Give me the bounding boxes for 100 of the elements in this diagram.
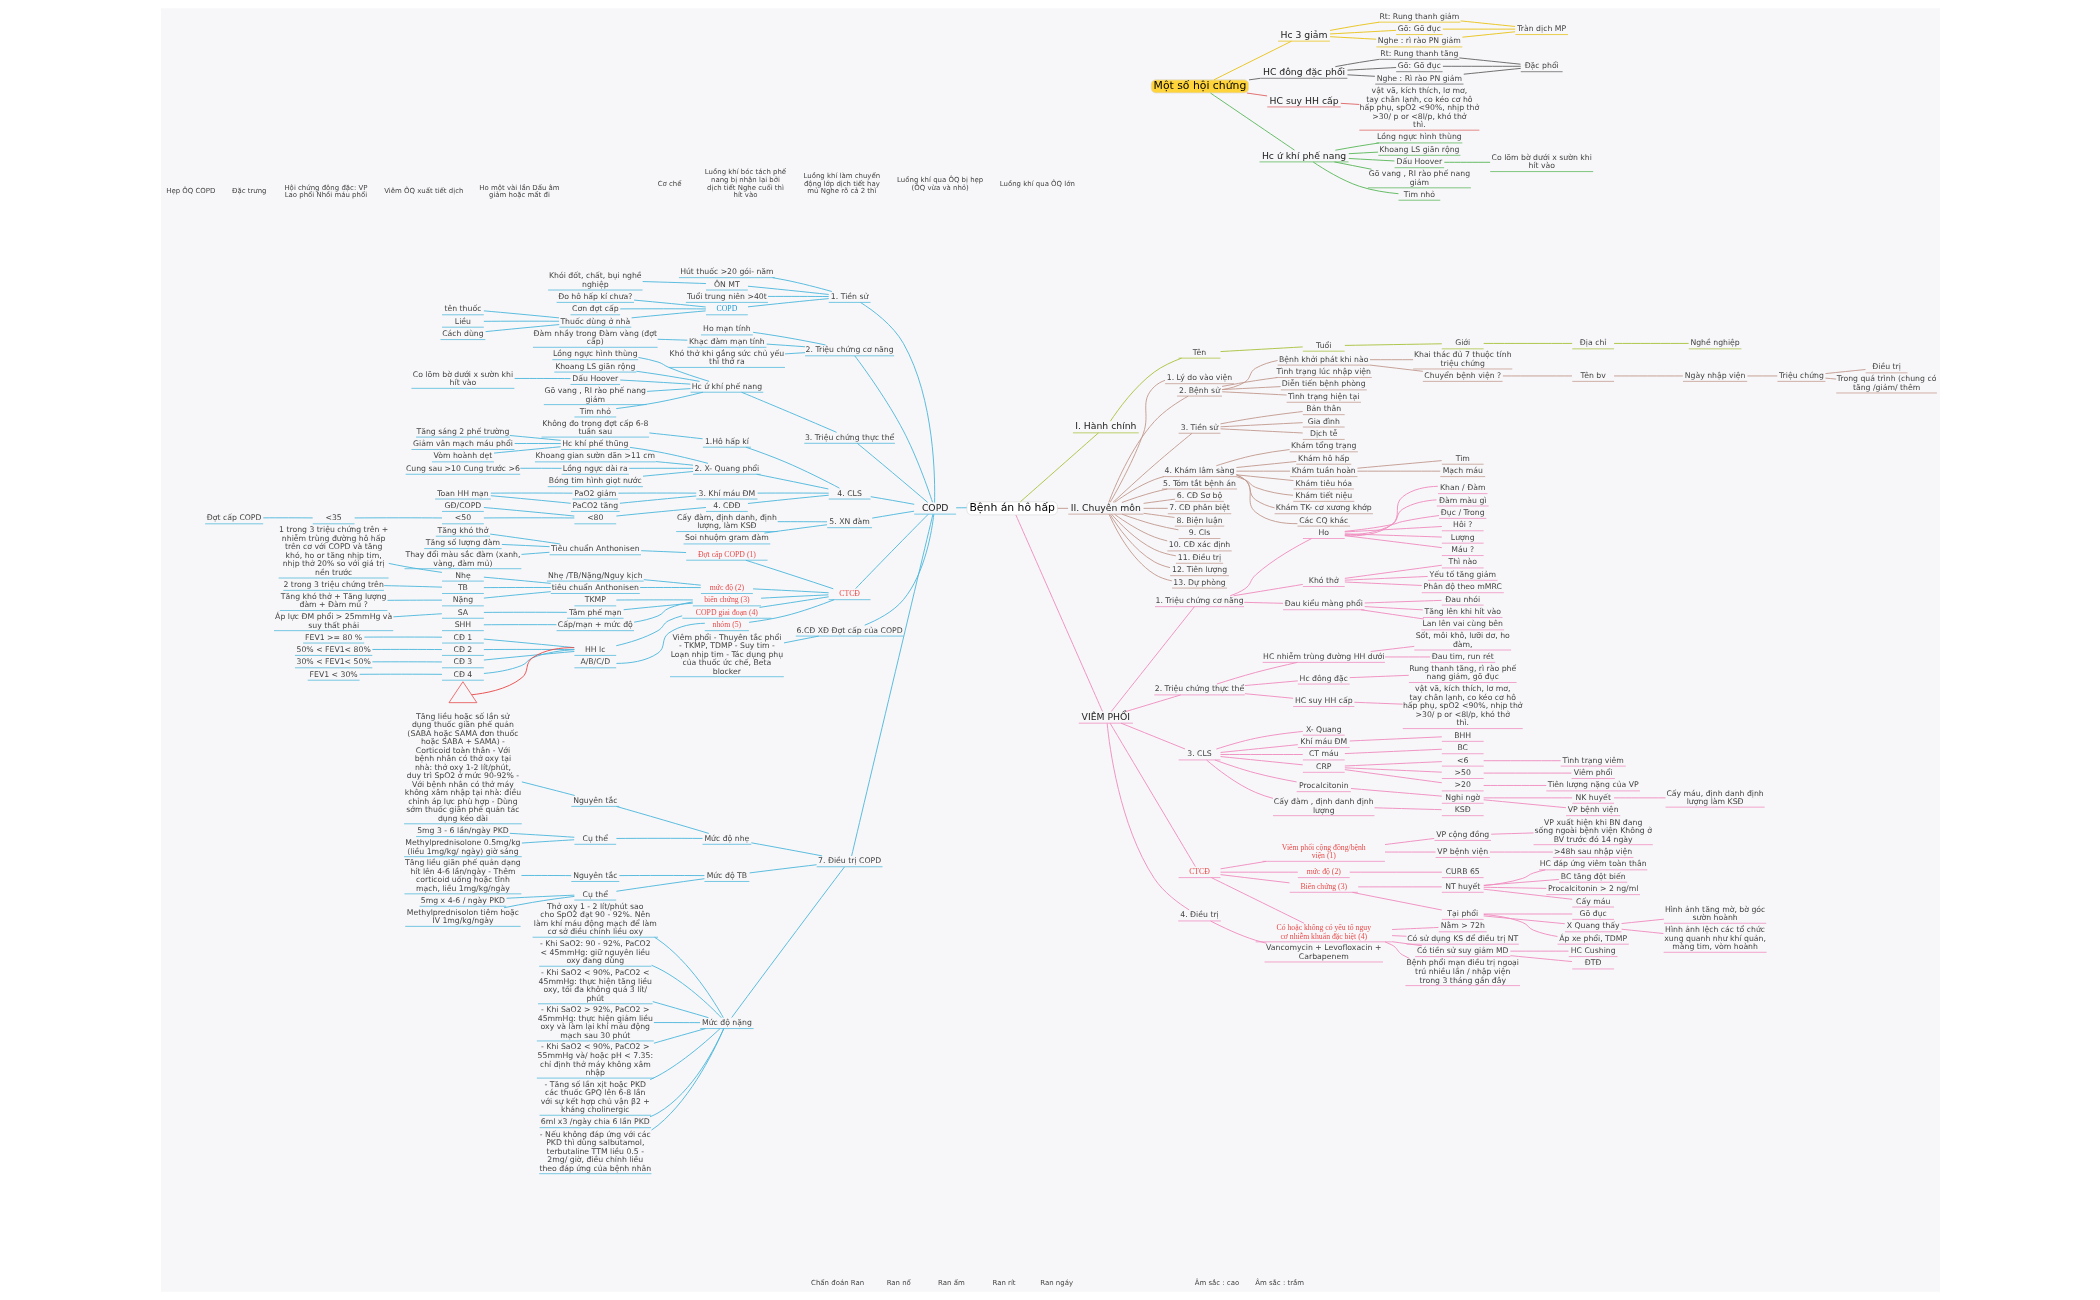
node-text: HC suy HH cấp [1294, 696, 1353, 706]
node-text: Tình trạng hiện tại [1287, 391, 1359, 401]
node-text: 5. Tóm tắt bệnh án [1162, 478, 1236, 488]
connector [1109, 357, 1182, 422]
connector [850, 513, 933, 857]
connector [1343, 535, 1442, 549]
node-text: Nguyên tắc [572, 795, 617, 805]
connector [752, 331, 826, 346]
node-text: VP cộng đồng [1435, 829, 1489, 839]
connector [508, 435, 561, 441]
node-text: 2. Bệnh sử [1178, 385, 1220, 395]
connector [642, 471, 694, 477]
node-text: - Khi SaO2 < 90%, PaCO2 < 45mmHg: thực hiện tăng liều oxy, tối đa không quá 3 lít/ phút [538, 968, 652, 1003]
connector [1482, 915, 1565, 925]
node-text: Vancomycin + Levofloxacin + Carbapenem [1265, 943, 1381, 961]
node-text: Gia đình [1307, 416, 1340, 426]
connector [628, 446, 708, 464]
node-text: Khám tuần hoàn [1291, 466, 1356, 476]
connector [513, 443, 561, 445]
node-text: Khám tổng trạng [1290, 441, 1357, 451]
connector [1232, 583, 1303, 597]
connector [1343, 748, 1442, 755]
node-text: <35 [324, 513, 342, 523]
connector [776, 521, 827, 523]
connector [1243, 693, 1294, 699]
node-text: Đợt cấp COPD [206, 513, 261, 523]
node-text: 10. CĐ xác định [1168, 540, 1230, 550]
node-text: 1. Triệu chứng cơ năng [1154, 596, 1244, 606]
node-text: Đục / Trong [1440, 507, 1485, 517]
connector [747, 298, 829, 308]
connector [756, 492, 829, 494]
connector [1482, 797, 1573, 799]
connector [615, 837, 703, 839]
connector [1219, 874, 1290, 884]
node-text: 3. CLS [1186, 749, 1212, 759]
node-text: Khoang gian sườn dãn >11 cm [535, 451, 655, 461]
connector [1384, 838, 1435, 846]
connector [1459, 20, 1516, 27]
node-text: Nặng [452, 595, 473, 605]
connector [1368, 359, 1414, 361]
node-text: Soi nhuộm gram đàm [684, 533, 769, 543]
node-text: Tuổi [1315, 340, 1331, 350]
node-text: Tình trạng lúc nhập viện [1276, 367, 1371, 377]
node-text: Đau nhói [1444, 594, 1480, 604]
connector [1109, 514, 1170, 569]
connector [520, 781, 575, 796]
node-text: - Tăng số lần xịt hoặc PKD các thuốc GPQ lên 6-8 lần với sự kết hợp chủ vận β2 + kháng cholinergic [540, 1079, 650, 1115]
node-text: mức độ (2) [1306, 867, 1341, 877]
connector [505, 894, 575, 899]
node-text: Yếu tố tăng giảm [1429, 569, 1496, 579]
node-text: X Quang thấy [1566, 921, 1620, 931]
node-text: Cấy máu, định danh định lượng làm KSĐ [1665, 788, 1764, 807]
node-text: 6.CĐ XĐ Đợt cấp của COPD [796, 625, 903, 635]
node-text: Thay đổi màu sắc đàm (xanh, vàng, đàm mủ) [404, 550, 520, 568]
connector [1368, 364, 1423, 372]
node-text: Cấy đàm, định danh, định lượng, làm KSĐ [676, 512, 777, 531]
connector [1343, 761, 1442, 767]
node-text: biến chứng (3) [703, 595, 750, 605]
node-text: Cách dùng [441, 329, 484, 339]
node-text: Hình ảnh tăng mờ, bờ góc sườn hoành [1664, 904, 1765, 923]
connector [1391, 941, 1422, 947]
node-text: 30% < FEV1< 50% [296, 657, 371, 667]
connector [1229, 538, 1312, 597]
connector [1359, 609, 1424, 620]
node-text: KSĐ [1454, 805, 1471, 815]
node-text: Dịch tễ [1309, 428, 1338, 438]
connector [1620, 928, 1664, 934]
connector [1356, 460, 1442, 469]
node-text: >20 [1454, 780, 1471, 790]
connector [648, 432, 703, 440]
node-text: Gõ vang , RI rào phế nang giảm [1368, 169, 1470, 187]
connector [1348, 871, 1442, 873]
node-text: Tăng liều giãn phế quản dạng hít lên 4-6 lần/ngày - Thêm corticoid uống hoặc tĩnh mạch, liều 1mg/kg/ngày [404, 858, 521, 893]
node-text: Thở oxy 1 - 2 lít/phút sao cho SpO2 đạt 90 - 92%. Nên làm khí máu động mạch để làm cơ sở điều chỉnh liều oxy [533, 901, 657, 937]
node-text: Toan HH mạn [436, 488, 489, 498]
connector [1384, 656, 1431, 658]
node-text: Khí máu ĐM [1299, 737, 1347, 747]
connector [482, 576, 551, 584]
node-text: Procalcitonin > 2 ng/ml [1547, 884, 1638, 894]
node-text: Hình ảnh lệch các tổ chức xung quanh như khí quản, màng tim, vòm hoành [1663, 925, 1766, 952]
node-text: Hc khí phế thũng [561, 439, 628, 449]
connector [1120, 488, 1168, 503]
node-text: Đặc phổi [1524, 61, 1559, 71]
node-text: NT huyết [1444, 881, 1480, 891]
node-text: I. Hành chính [1074, 420, 1136, 432]
node-text: Viêm phổi [1573, 768, 1613, 778]
node-text: 5. XN đàm [828, 517, 870, 527]
node-text: 2. Triệu chứng cơ năng [805, 345, 894, 355]
node-text: >48h sau nhập viện [1553, 846, 1632, 856]
connector [482, 651, 575, 661]
node-text: Nghề nghiệp [1689, 338, 1740, 348]
connector [642, 579, 701, 586]
node-text: <50 [454, 513, 471, 523]
connector [1824, 377, 1837, 380]
node-text: CĐ 2 [453, 644, 472, 654]
node-text: tên thuốc [443, 304, 481, 314]
node-text: Procalcitonin [1298, 781, 1349, 791]
connector [1329, 29, 1397, 35]
node-text: Có sử dụng KS để điều trị NT [1406, 933, 1518, 943]
connector [1482, 878, 1559, 886]
